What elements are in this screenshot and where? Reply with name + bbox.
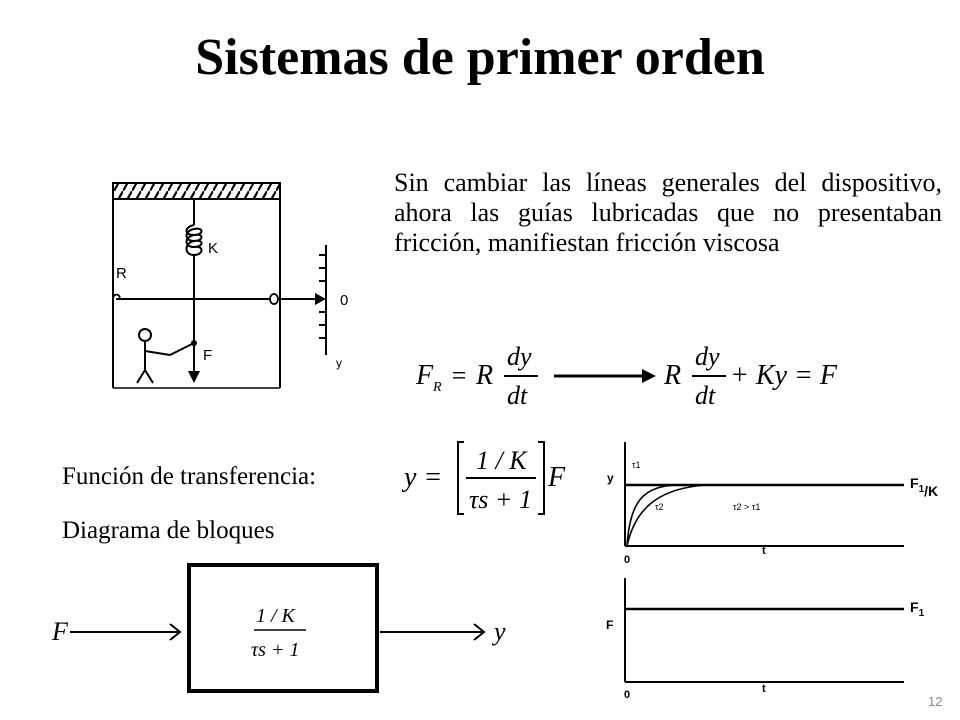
bottom-level-label: F1 bbox=[910, 599, 925, 619]
input-force-graph: F 0 t F1 bbox=[606, 578, 925, 701]
transfer-block bbox=[187, 563, 379, 693]
transfer-function-equation: y = 1 / K τs + 1 F bbox=[402, 441, 566, 515]
bottom-graph-xlabel: t bbox=[762, 683, 766, 695]
tf-rhs: F bbox=[547, 462, 566, 493]
eq2-den: dt bbox=[695, 381, 716, 410]
position-scale bbox=[319, 245, 327, 355]
block-output-label: y bbox=[491, 617, 506, 646]
response-curve-tau2 bbox=[626, 484, 707, 547]
guide-rod bbox=[112, 293, 326, 305]
transfer-function-label: Función de transferencia: bbox=[62, 463, 317, 490]
block-num: 1 / K bbox=[256, 605, 297, 627]
bottom-graph-ylabel: F bbox=[606, 618, 613, 632]
slide-title: Sistemas de primer orden bbox=[195, 29, 765, 86]
bottom-graph-origin: 0 bbox=[624, 689, 630, 701]
force-arrow-head bbox=[188, 371, 200, 383]
eq1-coef: R bbox=[475, 360, 493, 391]
force-label: F bbox=[203, 347, 212, 364]
page-number: 12 bbox=[928, 694, 943, 709]
eq1-num: dy bbox=[507, 342, 532, 371]
tf-den: τs + 1 bbox=[469, 485, 532, 514]
tau-comparison-label: τ2 > τ1 bbox=[733, 502, 760, 512]
ceiling-hatch bbox=[112, 182, 281, 200]
motion-equation: R dy dt + Ky = F bbox=[663, 342, 838, 410]
description-paragraph: Sin cambiar las líneas generales del dis… bbox=[394, 168, 942, 257]
eq1-den: dt bbox=[507, 381, 528, 410]
eq1-lhs: F bbox=[415, 360, 434, 391]
scale-axis-label: y bbox=[336, 356, 342, 370]
eq1-lhs-sub: R bbox=[432, 380, 442, 395]
block-input-label: F bbox=[51, 617, 69, 646]
tf-num: 1 / K bbox=[476, 446, 528, 475]
implication-arrow bbox=[554, 369, 656, 383]
eq2-coef: R bbox=[663, 360, 681, 391]
step-response-graph: y 0 t τ1 τ2 τ2 > τ1 F1/K bbox=[607, 442, 938, 566]
tf-lhs: y = bbox=[402, 462, 442, 493]
top-level-label: F1/K bbox=[910, 475, 938, 499]
block-diagram-label: Diagrama de bloques bbox=[62, 517, 275, 544]
block-den: τs + 1 bbox=[251, 639, 299, 661]
top-graph-origin: 0 bbox=[624, 554, 630, 566]
friction-equation: F R = R dy dt bbox=[415, 342, 538, 410]
scale-zero-label: 0 bbox=[340, 292, 348, 309]
spring bbox=[185, 199, 203, 299]
person-figure-icon bbox=[136, 328, 195, 384]
damper-label: R bbox=[116, 265, 127, 282]
eq2-num: dy bbox=[695, 342, 720, 371]
top-graph-ylabel: y bbox=[607, 471, 614, 485]
curve-tau2-label: τ2 bbox=[655, 502, 664, 512]
top-graph-xlabel: t bbox=[762, 545, 766, 557]
mass-spring-damper-diagram: K R F 0 y bbox=[112, 182, 348, 389]
block-diagram: F 1 / K τs + 1 y bbox=[51, 563, 506, 693]
curve-tau1-label: τ1 bbox=[632, 460, 641, 470]
response-curve-tau1 bbox=[626, 484, 679, 547]
eq1-equals: = bbox=[450, 361, 468, 390]
eq2-rest: + Ky = F bbox=[730, 360, 838, 391]
spring-label: K bbox=[208, 240, 218, 257]
